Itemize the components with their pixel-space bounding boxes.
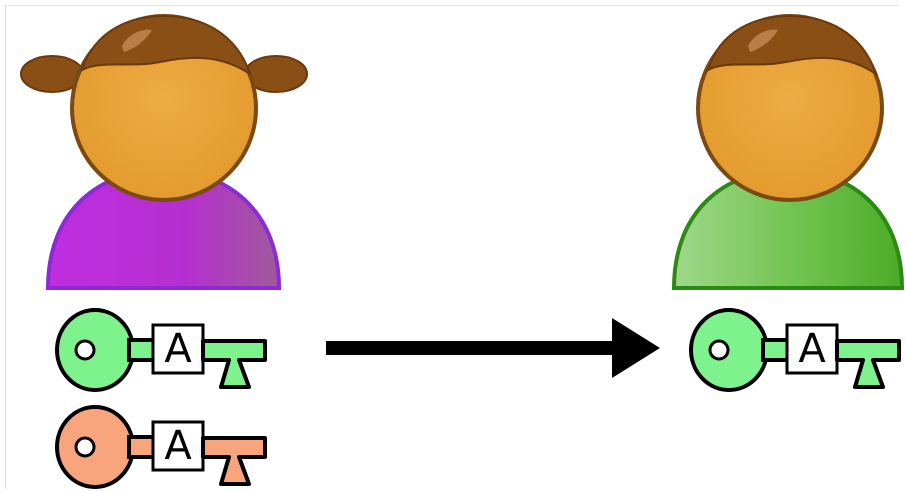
sender-hair-highlight bbox=[122, 29, 152, 52]
receiver-hair-highlight bbox=[748, 29, 778, 52]
sender-key-green: A bbox=[55, 308, 267, 392]
key-shaft bbox=[127, 435, 157, 459]
receiver-hair bbox=[706, 14, 878, 77]
key-shaft bbox=[761, 338, 791, 362]
sender-hair bbox=[80, 14, 252, 77]
receiver-person: A bbox=[671, 14, 905, 392]
key-hole bbox=[74, 339, 96, 361]
key-bit bbox=[201, 339, 267, 389]
key-bit bbox=[835, 339, 901, 389]
sender-person: A A bbox=[20, 14, 308, 489]
key-hole bbox=[708, 339, 730, 361]
key-label: A bbox=[164, 326, 192, 372]
receiver-key-green: A bbox=[689, 308, 901, 392]
key-shaft bbox=[127, 338, 157, 362]
sender-key-orange: A bbox=[55, 405, 267, 489]
arrow-head bbox=[612, 318, 660, 378]
key-bit bbox=[201, 436, 267, 486]
key-label: A bbox=[164, 423, 192, 469]
key-hole bbox=[74, 436, 96, 458]
transfer-arrow bbox=[326, 318, 660, 378]
arrow-shaft bbox=[326, 341, 618, 355]
key-label: A bbox=[798, 326, 826, 372]
